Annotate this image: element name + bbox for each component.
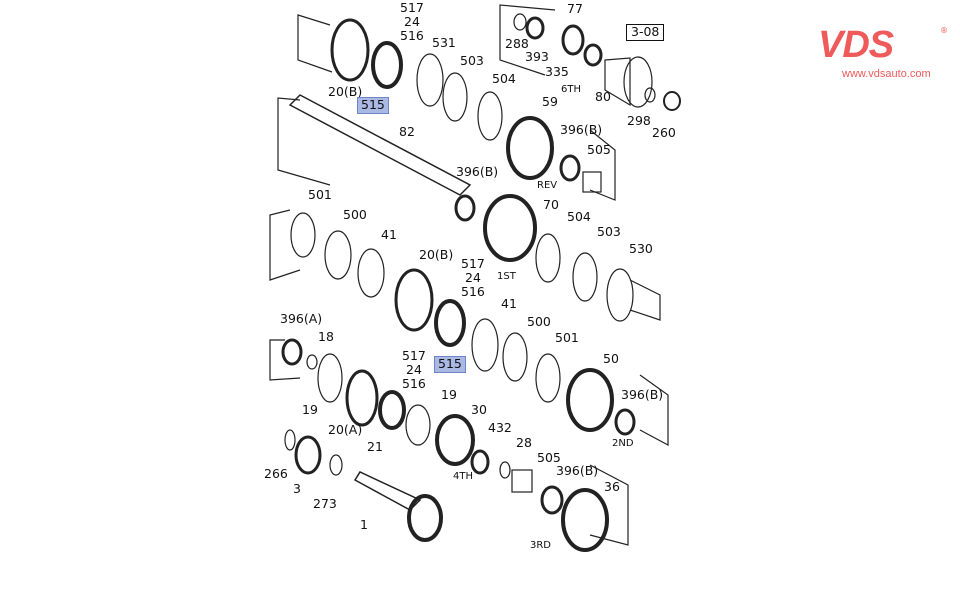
part-label: 505	[587, 142, 611, 157]
part-label: 36	[604, 479, 620, 494]
part-label: 396(B)	[560, 122, 603, 137]
part-label: 396(B)	[556, 463, 599, 478]
part-label: 19	[441, 387, 457, 402]
ring-531	[416, 53, 444, 107]
part-label: 517	[402, 348, 426, 363]
part-label: 20(B)	[328, 84, 363, 99]
highlighted-part-515[interactable]: 515	[434, 356, 466, 373]
leader-brackets	[269, 4, 669, 546]
part-label: 41	[501, 296, 517, 311]
reference-3-08[interactable]: 3-08	[626, 24, 665, 41]
part-label: 393	[525, 49, 549, 64]
part-label: 273	[313, 496, 337, 511]
ring-504	[477, 91, 503, 141]
registered-mark: ®	[940, 26, 948, 35]
part-label: 20(B)	[419, 247, 454, 262]
logo-url: www.vdsauto.com	[842, 68, 931, 80]
part-label: 3	[293, 481, 301, 496]
gear-name: REV	[537, 180, 558, 191]
part-label: 266	[264, 466, 288, 481]
part-label: 80	[595, 89, 611, 104]
part-label: 19	[302, 402, 318, 417]
flange	[623, 56, 653, 108]
part-label: 24	[404, 14, 420, 29]
part-label: 20(A)	[328, 422, 363, 437]
sleeve-20b	[330, 18, 370, 82]
part-label: 531	[432, 35, 456, 50]
part-label: 41	[381, 227, 397, 242]
part-label: 504	[492, 71, 516, 86]
part-label: 21	[367, 439, 383, 454]
part-label: 432	[488, 420, 512, 435]
part-label: 503	[460, 53, 484, 68]
part-label: 516	[461, 284, 485, 299]
part-label: 298	[627, 113, 651, 128]
part-label: 396(B)	[621, 387, 664, 402]
part-label: 18	[318, 329, 334, 344]
part-label: 70	[543, 197, 559, 212]
gear-59	[506, 116, 554, 180]
part-label: 24	[406, 362, 422, 377]
part-label: 501	[308, 187, 332, 202]
part-label: 59	[542, 94, 558, 109]
part-label: 82	[399, 124, 415, 139]
bearing-396b-2	[454, 194, 476, 222]
input-shaft-1	[353, 471, 422, 511]
gear-70	[483, 194, 537, 262]
part-label: 517	[400, 0, 424, 15]
part-label: 396(B)	[456, 164, 499, 179]
bearing-396b	[559, 154, 581, 182]
part-label: 396(A)	[280, 311, 323, 326]
part-label: 288	[505, 36, 529, 51]
hub-515	[371, 41, 403, 89]
gear-name: 6TH	[561, 84, 581, 95]
gear-name: 3RD	[530, 540, 552, 551]
part-label: 516	[400, 28, 424, 43]
part-label: 1	[360, 517, 368, 532]
part-label: 24	[465, 270, 481, 285]
main-shaft-82	[288, 94, 472, 196]
part-label: 517	[461, 256, 485, 271]
part-label: 77	[567, 1, 583, 16]
part-label: 500	[527, 314, 551, 329]
part-label: 504	[567, 209, 591, 224]
logo-mark: VDS	[818, 24, 894, 66]
highlighted-part-515[interactable]: 515	[357, 97, 389, 114]
part-label: 501	[555, 330, 579, 345]
gear-name: 4TH	[453, 471, 473, 482]
ring-503	[442, 72, 468, 122]
part-label: 503	[597, 224, 621, 239]
collar-505	[582, 171, 602, 193]
part-label: 30	[471, 402, 487, 417]
part-label: 335	[545, 64, 569, 79]
part-label: 260	[652, 125, 676, 140]
part-label: 505	[537, 450, 561, 465]
part-label: 500	[343, 207, 367, 222]
part-label: 516	[402, 376, 426, 391]
vds-logo: VDS ® www.vdsauto.com	[818, 26, 948, 80]
part-label: 530	[629, 241, 653, 256]
gears-and-rings	[281, 13, 681, 552]
part-label: 50	[603, 351, 619, 366]
gear-name: 2ND	[612, 438, 634, 449]
part-label: 28	[516, 435, 532, 450]
gear-name: 1ST	[497, 271, 516, 282]
